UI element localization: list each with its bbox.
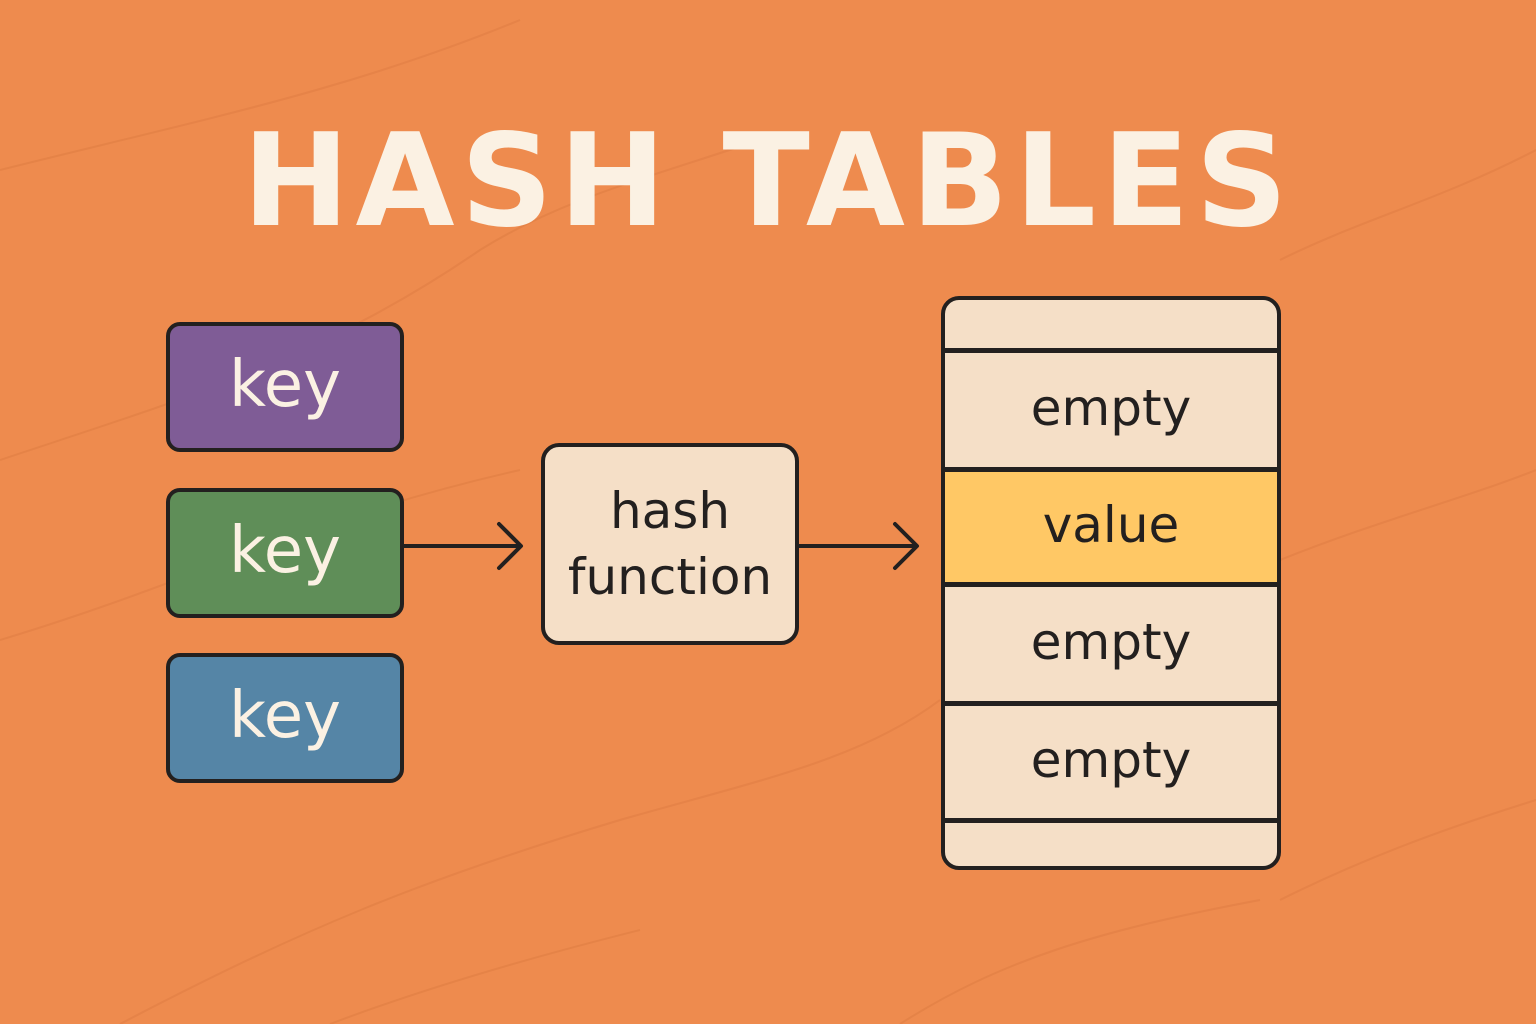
key-box-green: key	[166, 488, 404, 618]
slot-label: empty	[1030, 613, 1192, 671]
table-slot-highlighted: value	[945, 472, 1277, 582]
slot-divider	[945, 701, 1277, 706]
table-slot	[945, 300, 1277, 348]
key-box-blue: key	[166, 653, 404, 783]
table-slot: empty	[945, 587, 1277, 701]
hash-function-line2: function	[567, 548, 773, 606]
page-title: HASH TABLES	[242, 107, 1294, 256]
table-slot	[945, 823, 1277, 866]
table-slot: empty	[945, 353, 1277, 467]
slot-divider	[945, 467, 1277, 472]
hash-function-box: hash function	[541, 443, 799, 645]
key-box-purple: key	[166, 322, 404, 452]
slot-divider	[945, 818, 1277, 823]
hash-function-line1: hash	[609, 482, 731, 540]
key-label: key	[228, 679, 342, 753]
slot-label: empty	[1030, 731, 1192, 789]
slot-label: value	[1042, 496, 1180, 554]
hash-table: empty value empty empty	[941, 296, 1281, 870]
key-label: key	[228, 348, 342, 422]
table-slot: empty	[945, 706, 1277, 818]
slot-divider	[945, 582, 1277, 587]
slot-divider	[945, 348, 1277, 353]
key-label: key	[228, 514, 342, 588]
slot-label: empty	[1030, 379, 1192, 437]
